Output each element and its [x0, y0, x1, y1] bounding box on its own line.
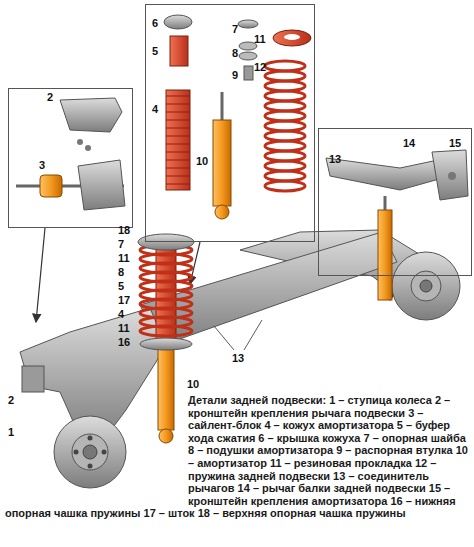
boot-fold [166, 112, 190, 113]
callout-number: 8 [118, 266, 124, 278]
boot-fold [166, 104, 190, 105]
callout-number: 16 [118, 336, 130, 348]
callout-number: 12 [254, 61, 266, 73]
callout-number: 3 [39, 159, 45, 171]
boot-fold [166, 168, 190, 169]
callout-number: 11 [118, 252, 130, 264]
wrap-spacer [5, 394, 188, 495]
callout-number: 4 [118, 308, 124, 320]
boot-fold [166, 176, 190, 177]
callout-number: 5 [118, 280, 124, 292]
boot-fold [166, 136, 190, 137]
boot-fold [166, 144, 190, 145]
callout-number: 18 [118, 224, 130, 236]
callout-number: 6 [152, 17, 158, 29]
callout-number: 10 [196, 155, 208, 167]
spring-coil [140, 326, 192, 336]
callout-number: 8 [232, 47, 238, 59]
callout-number: 2 [8, 394, 14, 406]
boot-fold [166, 160, 190, 161]
callout-number: 2 [47, 91, 53, 103]
callout-number: 13 [232, 352, 244, 364]
boot-fold [166, 128, 190, 129]
callout-number: 4 [152, 103, 158, 115]
caption-text: Детали задней подвески: 1 – ступица коле… [5, 394, 468, 519]
callout-number: 17 [118, 294, 130, 306]
callout-number: 15 [449, 137, 461, 149]
callout-number: 14 [403, 137, 415, 149]
inset-panel: 23 [8, 88, 133, 228]
callout-number: 11 [118, 322, 130, 334]
callout-number: 5 [152, 45, 158, 57]
boot-fold [166, 184, 190, 185]
inset-panel: 6 5 4 7 8 9 11 12 10 [145, 4, 315, 242]
caption-block: Детали задней подвески: 1 – ступица коле… [5, 394, 471, 520]
callout-number: 7 [118, 238, 124, 250]
inset-panel: 13 14 15 [318, 128, 472, 276]
boot-fold [166, 96, 190, 97]
callout-number: 9 [232, 69, 238, 81]
callout-number: 11 [254, 33, 266, 45]
boot-fold [166, 152, 190, 153]
callout-number: 1 [8, 426, 14, 438]
callout-number: 7 [232, 23, 238, 35]
boot-fold [166, 120, 190, 121]
callout-number: 10 [187, 378, 199, 390]
spring-coil [265, 181, 305, 191]
callout-number: 13 [329, 153, 341, 165]
